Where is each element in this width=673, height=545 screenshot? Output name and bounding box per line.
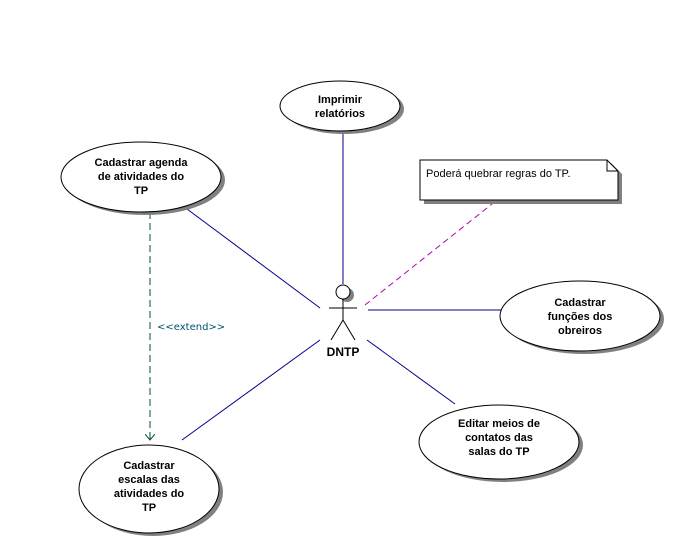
use-case-escalas[interactable]: Cadastrar escalas das atividades do TP [78,444,223,536]
actor-dntp[interactable]: DNTP [327,284,360,359]
uc-imprimir-line-2: relatórios [315,108,365,120]
uc-funcoes-line-1: Cadastrar [554,297,606,309]
association-contatos [366,339,456,405]
use-case-contatos[interactable]: Editar meios de contatos das salas do TP [418,404,583,482]
uc-funcoes-line-2: funções dos [548,311,613,323]
note-fold-icon [606,160,618,172]
note[interactable]: Poderá quebrar regras do TP. [419,159,622,204]
uc-escalas-line-4: TP [142,502,156,514]
stick-figure-actor-icon [329,284,357,341]
use-case-imprimir[interactable]: Imprimir relatórios [279,80,404,134]
use-case-funcoes[interactable]: Cadastrar funções dos obreiros [499,280,664,354]
association-agenda [182,205,321,309]
uc-escalas-line-2: escalas das [118,474,180,486]
uc-agenda-line-3: TP [134,185,148,197]
note-text: Poderá quebrar regras do TP. [426,168,571,180]
uc-escalas-line-3: atividades do [114,488,185,500]
uc-agenda-line-2: de atividades do [98,171,184,183]
uc-contatos-line-2: contatos das [465,432,533,444]
association-escalas [181,339,321,441]
use-case-agenda[interactable]: Cadastrar agenda de atividades do TP [60,141,225,215]
uc-contatos-line-3: salas do TP [468,446,529,458]
uc-agenda-line-1: Cadastrar agenda [95,157,189,169]
uc-imprimir-line-1: Imprimir [318,94,363,106]
uc-contatos-line-1: Editar meios de [458,418,540,430]
extend-stereotype-label: <<extend>> [157,322,225,333]
uc-escalas-line-1: Cadastrar [123,460,175,472]
actor-name: DNTP [327,345,360,359]
note-link [364,199,498,306]
uc-funcoes-line-3: obreiros [558,325,602,337]
